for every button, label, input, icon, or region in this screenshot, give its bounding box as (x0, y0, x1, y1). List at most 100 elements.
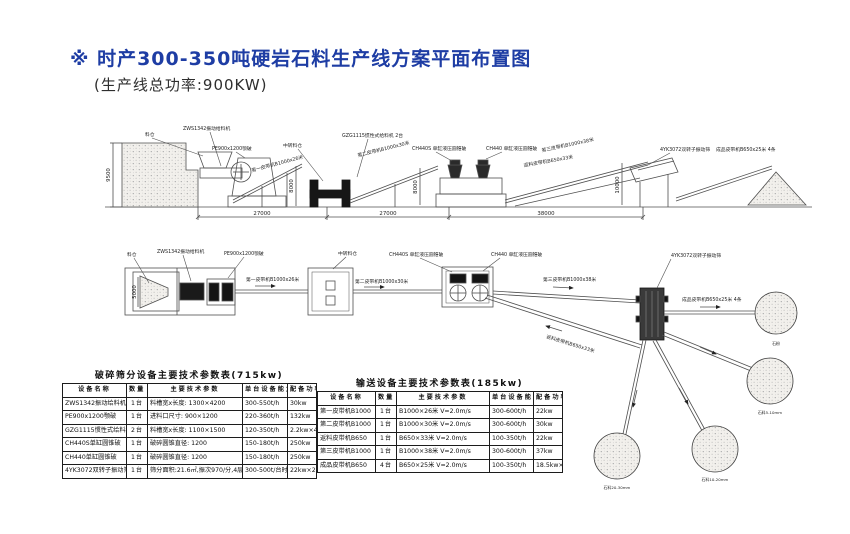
table-cell: 2台 (126, 423, 148, 438)
svg-text:8000: 8000 (413, 180, 419, 194)
hopper-label: 料仓 (145, 131, 155, 138)
cone2-label-plan: CH440 单缸液压圆锥破 (491, 251, 542, 258)
dim-hill-height: 9500 (106, 142, 122, 208)
table-cell: 1台 (375, 404, 397, 419)
product-belt-1 (664, 305, 757, 315)
product-belt-elevation (675, 165, 773, 202)
table-cell: 250kw (287, 450, 317, 465)
table-cell: 37kw (533, 445, 563, 460)
table-cell: 1台 (126, 396, 148, 411)
table-cell: 300-600t/h (489, 418, 534, 433)
return-belt-label-plan: 返料皮带机B650x33米 (545, 333, 595, 354)
feeder-elevation (199, 167, 243, 179)
crusher-base (227, 195, 287, 208)
page-subtitle: (生产线总功率:900KW) (94, 76, 268, 94)
stockpile-4-label: 石料20-30mm (604, 485, 631, 490)
svg-text:38000: 38000 (537, 211, 555, 217)
screen-label-plan: 4YK3072双转子振动筛 (671, 252, 721, 259)
table-cell: 配备功率 (287, 383, 317, 398)
table-cell: 数量 (375, 391, 397, 406)
product-belt-3 (652, 339, 710, 439)
stockpile-1 (754, 291, 798, 335)
table-cell: 1台 (375, 431, 397, 446)
cone-station-plan (441, 266, 494, 308)
return-belt-elevation (514, 177, 641, 207)
belt1-label-plan: 第一皮带机B1000x26米 (246, 276, 299, 283)
table-cell: 1台 (126, 464, 148, 479)
table-cell: 料槽宽x长度: 1100×1500 (147, 423, 243, 438)
svg-text:27000: 27000 (379, 211, 397, 217)
table-cell: 数量 (126, 383, 148, 398)
stockpile-2-label: 石料5-10mm (758, 410, 782, 415)
table-cell: 300-500t/台时 (242, 464, 288, 479)
cone1-label: CH440S 单缸液压圆锥破 (412, 145, 466, 152)
feeder-label-plan: ZWS1342振动给料机 (157, 248, 204, 255)
table-cell: 250kw (287, 437, 317, 452)
table-cell: 100-350t/h (489, 431, 534, 446)
cone-station-elevation (435, 159, 507, 208)
belt2-plan (353, 285, 442, 294)
table-cell: 配备功率 (533, 391, 563, 406)
belt2-elevation (349, 165, 439, 207)
plan-view: 5000 (124, 248, 798, 490)
table-cell: 破碎圆锥直径: 1200 (147, 437, 243, 452)
jaw-plan (206, 278, 236, 306)
table-cell: B1000×26米 V=2.0m/s (396, 404, 490, 419)
crushing-equipment-table: 破碎筛分设备主要技术参数表(715kw) 设备名称数量主要技术参数单台设备能力配… (62, 368, 317, 479)
dim-belt1-height: 8000 (289, 166, 297, 206)
hopper-elevation (197, 151, 233, 169)
svg-text:27000: 27000 (253, 211, 271, 217)
svg-text:10000: 10000 (615, 176, 621, 194)
hopper-funnel-plan (139, 275, 169, 309)
table-cell: 1台 (375, 418, 397, 433)
transfer-bin-plan (307, 267, 354, 316)
table-cell: ZWS1342振动给料机 (62, 396, 127, 411)
crushing-table-title: 破碎筛分设备主要技术参数表(715kw) (94, 371, 284, 381)
stockpile-elevation (747, 171, 807, 206)
table-cell: 150-180t/h (242, 437, 288, 452)
table-cell: 300-550t/h (242, 396, 288, 411)
belt2-label-plan: 第二皮带机B1000x30米 (355, 278, 408, 285)
transfer-bin-elevation (309, 179, 351, 208)
table-cell: 4YK3072双转子振动筛 (62, 464, 127, 479)
table-cell: CH440S单缸圆锥破 (62, 437, 127, 452)
plan-labels: 料仓 ZWS1342振动给料机 PE900x1200颚破 第一皮带机B1000x… (127, 248, 782, 490)
transfer-bin-label: 中转料仓 (283, 142, 302, 149)
jaw-label: PE900x1200颚破 (212, 145, 252, 152)
dim-hopper-width: 5000 (132, 277, 139, 307)
product-belt-4 (619, 339, 647, 449)
svg-text:8000: 8000 (289, 179, 295, 193)
table-cell: 300-600t/h (489, 404, 534, 419)
table-cell: 第二皮带机B1000 (317, 418, 376, 433)
screen-label: 4YK3072双转子振动筛 (660, 146, 710, 153)
table-cell: 设备名称 (62, 383, 127, 398)
transfer-bin-label-plan: 中转料仓 (338, 250, 357, 257)
feeder-plan (179, 282, 205, 301)
table-cell: 返料皮带机B650 (317, 431, 376, 446)
flywheel (230, 161, 252, 183)
table-header-row: 设备名称数量主要技术参数单台设备能力配备功率 (317, 391, 563, 406)
gzg-feeder-label: GZG1115惯性式给料机 2台 (342, 132, 403, 139)
table-header-row: 设备名称数量主要技术参数单台设备能力配备功率 (62, 383, 317, 398)
title-block: ※ 时产300-350吨硬岩石料生产线方案平面布置图 (生产线总功率:900KW… (70, 44, 531, 95)
table-cell: 破碎圆锥直径: 1200 (147, 450, 243, 465)
table-cell: 1台 (126, 437, 148, 452)
table-cell: 主要技术参数 (147, 383, 243, 398)
table-cell: 主要技术参数 (396, 391, 490, 406)
conveying-equipment-table: 输送设备主要技术参数表(185kw) 设备名称数量主要技术参数单台设备能力配备功… (317, 376, 563, 473)
feeder-label: ZWS1342振动给料机 (183, 125, 230, 132)
belt3-plan (492, 285, 641, 304)
table-cell: B1000×38米 V=2.0m/s (396, 445, 490, 460)
belt1-elevation (232, 163, 303, 207)
product-belt-label: 成品皮带机B650x25米 4条 (716, 146, 776, 153)
table-cell: 1台 (126, 450, 148, 465)
cone2-label: CH440 单缸液压圆锥破 (486, 145, 537, 152)
